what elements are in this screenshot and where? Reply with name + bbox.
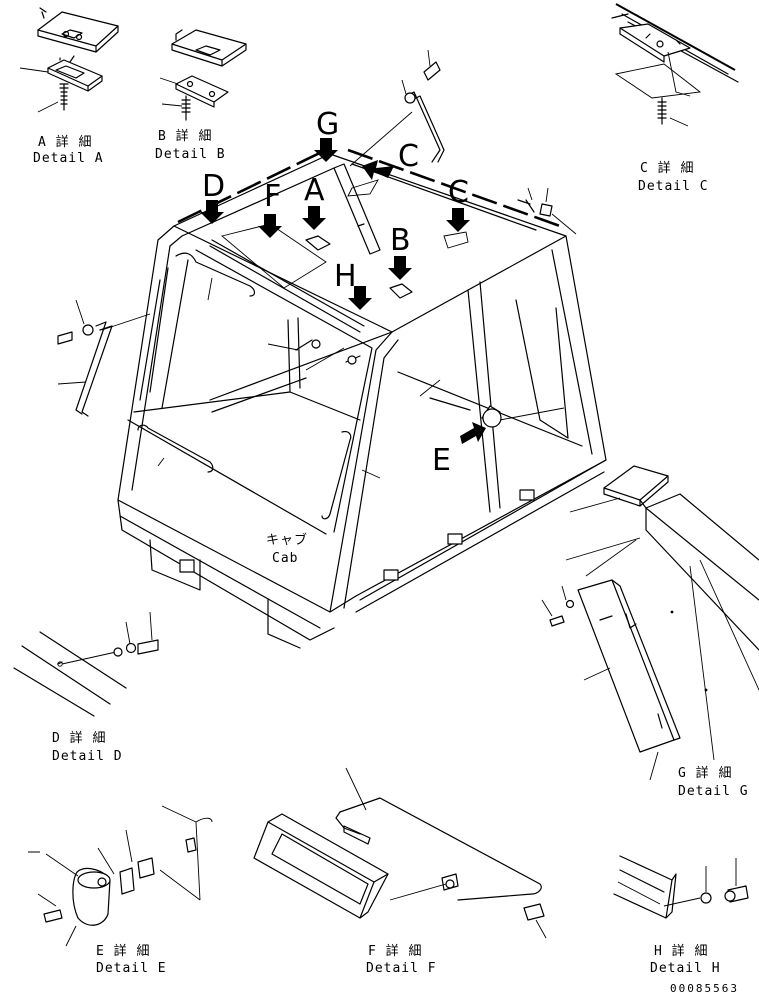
detail-f-label-jp: F 詳 細 (368, 943, 422, 959)
detail-g-illustration (541, 465, 759, 781)
arrow-f (258, 214, 282, 238)
detail-h-label-jp: H 詳 細 (654, 943, 708, 959)
callout-b: B (390, 223, 411, 258)
callout-f: F (264, 179, 281, 214)
detail-h-label-en: Detail H (650, 961, 721, 976)
arrow-c2 (446, 208, 470, 232)
detail-a-label-jp: A 詳 細 (38, 134, 92, 150)
callout-c-right: C (448, 175, 469, 210)
drawing-code: 00085563 (670, 982, 739, 995)
arrow-g (314, 138, 338, 162)
detail-b-label-jp: B 詳 細 (158, 128, 212, 144)
detail-c-label-jp: C 詳 細 (640, 160, 694, 176)
detail-d-label-en: Detail D (52, 749, 123, 764)
detail-a-illustration (19, 7, 119, 113)
detail-a-label-en: Detail A (33, 151, 104, 166)
detail-e-label-jp: E 詳 細 (96, 943, 150, 959)
arrow-a (302, 206, 326, 230)
detail-b-illustration (159, 29, 247, 121)
detail-e-illustration (28, 805, 213, 947)
detail-g-label-en: Detail G (678, 784, 749, 799)
callout-c-top: C (398, 139, 419, 174)
callout-a: A (304, 173, 325, 208)
detail-f-label-en: Detail F (366, 961, 437, 976)
detail-c-label-en: Detail C (638, 179, 709, 194)
arrow-e (460, 422, 486, 444)
detail-d-illustration (13, 611, 159, 717)
arrow-d (200, 200, 224, 224)
detail-f-illustration (253, 767, 547, 939)
detail-d-label-jp: D 詳 細 (52, 730, 106, 746)
callout-e: E (432, 443, 451, 478)
detail-h-illustration (613, 855, 749, 919)
detail-g-label-jp: G 詳 細 (678, 765, 732, 781)
arrow-b (388, 256, 412, 280)
cab-body (57, 49, 607, 649)
detail-b-label-en: Detail B (155, 147, 226, 162)
cab-label-jp: キャブ (266, 532, 308, 548)
detail-c-illustration (611, 3, 739, 127)
arrow-h (348, 286, 372, 310)
callout-h: H (334, 259, 357, 294)
arrow-c1 (362, 160, 394, 180)
cab-label-en: Cab (272, 551, 298, 566)
callout-d: D (202, 169, 225, 204)
callout-g: G (316, 107, 339, 142)
detail-e-label-en: Detail E (96, 961, 167, 976)
callout-arrows (200, 138, 486, 444)
